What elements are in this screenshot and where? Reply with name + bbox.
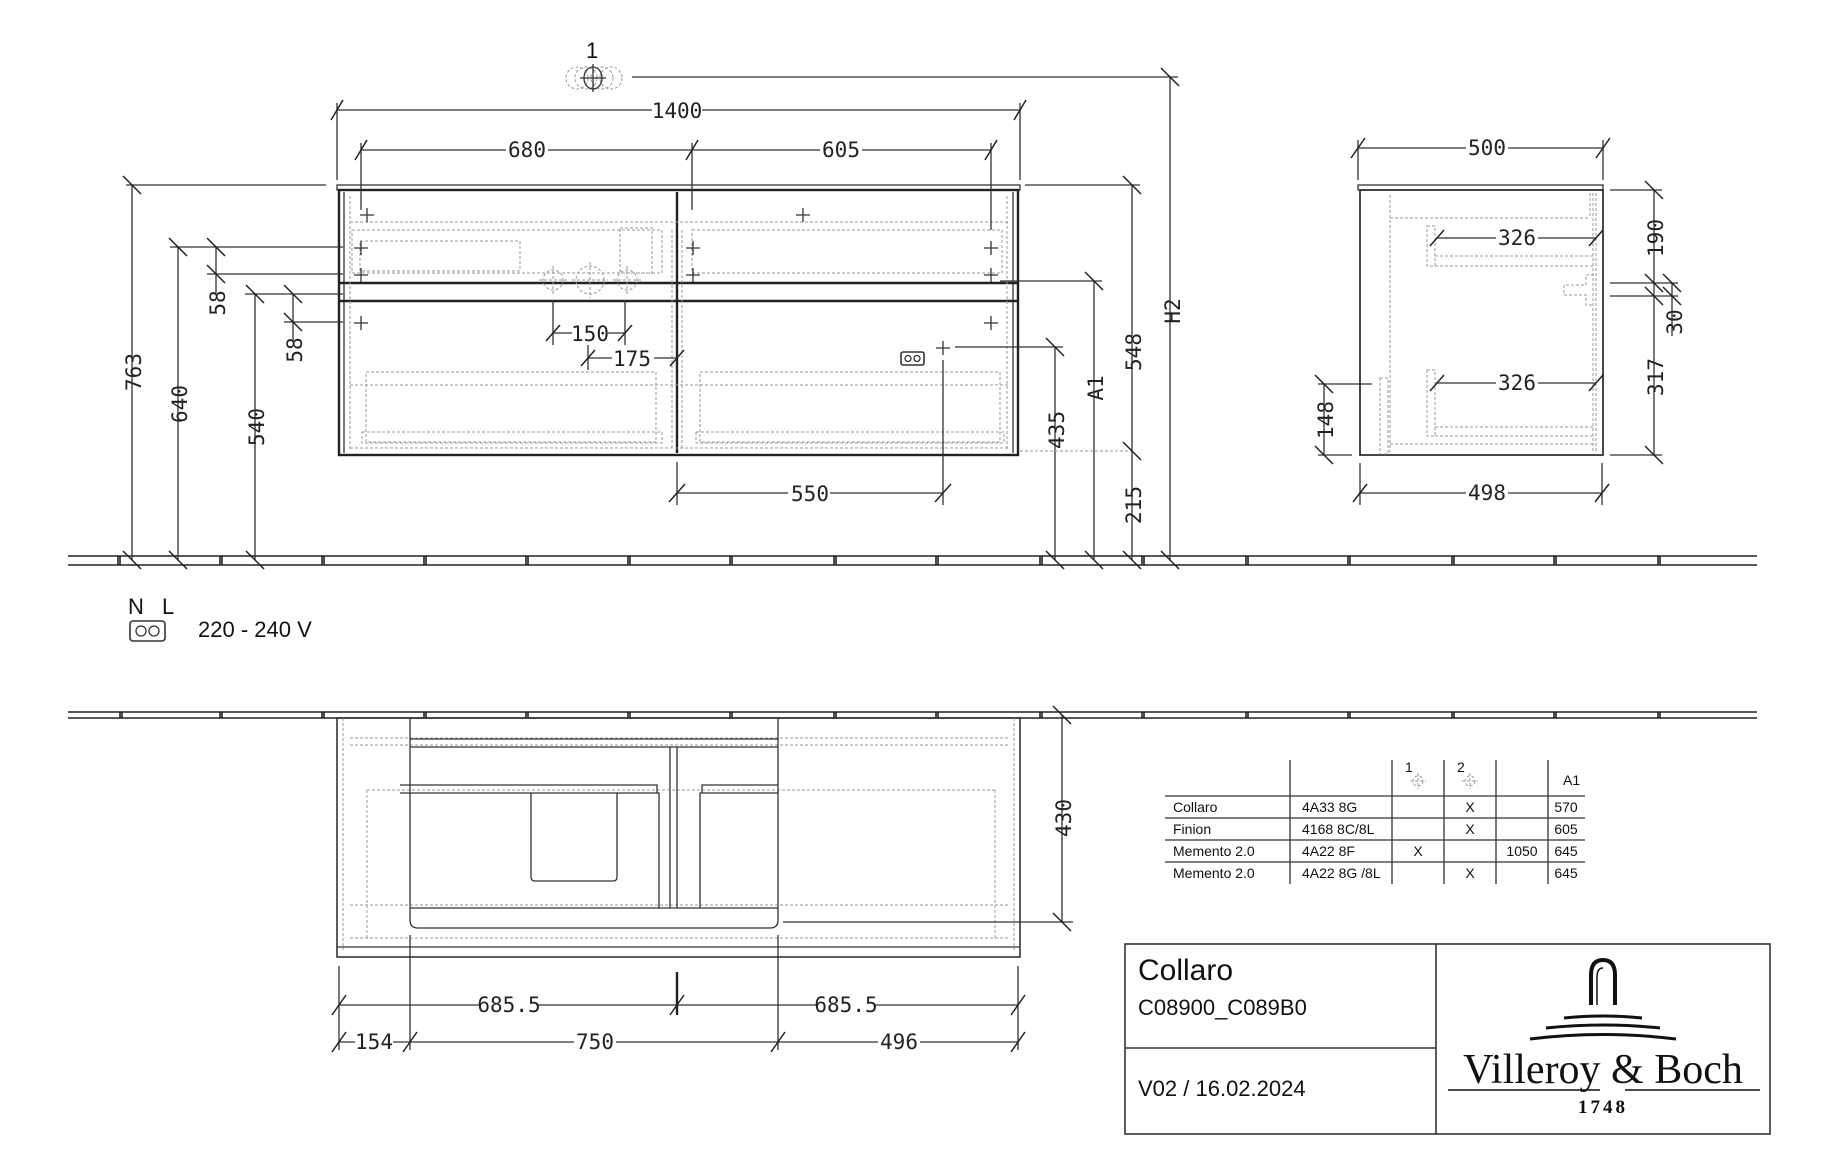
- table-cell-series: Collaro: [1173, 799, 1218, 815]
- dim-socket-offset: 550: [791, 482, 829, 506]
- table-cell-code: 4A22 8F: [1302, 843, 1355, 859]
- socket-legend-icon: [129, 620, 166, 642]
- dim-pipe-to-bottom: 317: [1644, 358, 1668, 396]
- table-row: Finion 4168 8C/8L X 605: [1173, 821, 1578, 837]
- dim-bottom-offset: 148: [1314, 401, 1338, 439]
- brand-year: 1748: [1578, 1097, 1628, 1118]
- dim-plan-right-half: 685.5: [814, 993, 877, 1017]
- table-cell-code: 4168 8C/8L: [1302, 821, 1375, 837]
- dim-plan-left-margin: 154: [355, 1030, 393, 1054]
- dim-spacing-58-lower: 58: [283, 337, 307, 362]
- table-cell-pos1: X: [1413, 843, 1423, 859]
- dim-bottom-depth: 498: [1468, 481, 1506, 505]
- floor-line: [68, 555, 1757, 566]
- front-view-cabinet: [336, 184, 1021, 457]
- table-cell-extra: 1050: [1506, 843, 1537, 859]
- wall-line: [68, 711, 1757, 719]
- table-cell-series: Memento 2.0: [1173, 865, 1255, 881]
- table-cell-a1: 645: [1554, 865, 1578, 881]
- dim-upper-drawer-depth: 326: [1498, 226, 1536, 250]
- dim-height-548: 548: [1122, 333, 1146, 371]
- fixture-position-1-crosshair-icon: [1410, 773, 1426, 789]
- neutral-label: N: [128, 594, 144, 619]
- mounting-point-markers: [354, 208, 998, 355]
- dim-height-a1: A1: [1084, 375, 1108, 400]
- table-cell-series: Finion: [1173, 821, 1211, 837]
- table-header-position-1: 1: [1405, 759, 1413, 775]
- table-cell-pos2: X: [1465, 799, 1475, 815]
- dim-spacing-58-upper: 58: [206, 290, 230, 315]
- dim-plan-left-half: 685.5: [477, 993, 540, 1017]
- villeroy-boch-logo-icon: [1529, 957, 1677, 1041]
- plan-view-cabinet: [336, 717, 1021, 958]
- table-cell-a1: 605: [1554, 821, 1578, 837]
- table-row: Memento 2.0 4A22 8G /8L X 645: [1173, 865, 1578, 881]
- table-cell-pos2: X: [1465, 821, 1475, 837]
- table-cell-series: Memento 2.0: [1173, 843, 1255, 859]
- table-cell-code: 4A33 8G: [1302, 799, 1357, 815]
- dim-height-640: 640: [168, 385, 192, 423]
- fixture-marker-label: 1: [586, 38, 598, 63]
- title-block: Collaro C08900_C089B0 V02 / 16.02.2024 V…: [1124, 943, 1771, 1135]
- table-cell-a1: 570: [1554, 799, 1578, 815]
- dim-overall-width: 1400: [652, 99, 703, 123]
- dim-pipe-height: 30: [1663, 309, 1687, 334]
- dim-top-depth: 500: [1468, 136, 1506, 160]
- fixture-position-1-icon: [565, 64, 623, 92]
- side-view-dimensions: 500 498 326 326 190 30 317: [1314, 136, 1687, 505]
- table-header-position-2: 2: [1457, 759, 1465, 775]
- tap-and-drain-symbols: [539, 262, 641, 298]
- dim-height-763: 763: [122, 353, 146, 391]
- voltage-label: 220 - 240 V: [198, 617, 312, 642]
- dim-left-basin-offset: 680: [508, 138, 546, 162]
- table-cell-code: 4A22 8G /8L: [1302, 865, 1381, 881]
- dim-height-540: 540: [245, 408, 269, 446]
- dim-right-section: 605: [822, 138, 860, 162]
- side-view-cabinet: [1357, 184, 1604, 456]
- dim-plan-basin-width: 750: [576, 1030, 614, 1054]
- version-date: V02 / 16.02.2024: [1138, 1076, 1306, 1101]
- dim-tap-spacing: 150: [571, 322, 609, 346]
- dim-height-h2: H2: [1161, 298, 1185, 323]
- table-header-a1: A1: [1563, 772, 1580, 788]
- table-row: Collaro 4A33 8G X 570: [1173, 799, 1578, 815]
- product-code: C08900_C089B0: [1138, 995, 1307, 1020]
- dim-plan-depth: 430: [1052, 799, 1076, 837]
- front-view-dimensions: 1 1400 680 605 763 640 58: [122, 38, 1185, 570]
- table-row: Memento 2.0 4A22 8F X 1050 645: [1173, 843, 1578, 859]
- table-cell-a1: 645: [1554, 843, 1578, 859]
- electrical-legend: N L 220 - 240 V: [128, 594, 312, 642]
- brand-name: Villeroy & Boch: [1463, 1047, 1743, 1093]
- dim-plan-right-margin: 496: [880, 1030, 918, 1054]
- table-cell-pos2: X: [1465, 865, 1475, 881]
- plan-view-dimensions: 430 685.5 685.5 154 750 496: [331, 705, 1076, 1054]
- fixture-position-2-crosshair-icon: [1462, 773, 1478, 789]
- dim-drain-offset: 175: [613, 347, 651, 371]
- live-label: L: [162, 594, 174, 619]
- dim-lower-drawer-depth: 326: [1498, 371, 1536, 395]
- electrical-socket-icon: [900, 351, 925, 366]
- product-name: Collaro: [1138, 954, 1233, 987]
- dim-height-215: 215: [1122, 486, 1146, 524]
- dim-height-435: 435: [1045, 411, 1069, 449]
- compatibility-table: 1 2 A1 Collaro 4A33 8G X 570 Finion 4168…: [1165, 759, 1585, 884]
- dim-top-to-pipe: 190: [1644, 219, 1668, 257]
